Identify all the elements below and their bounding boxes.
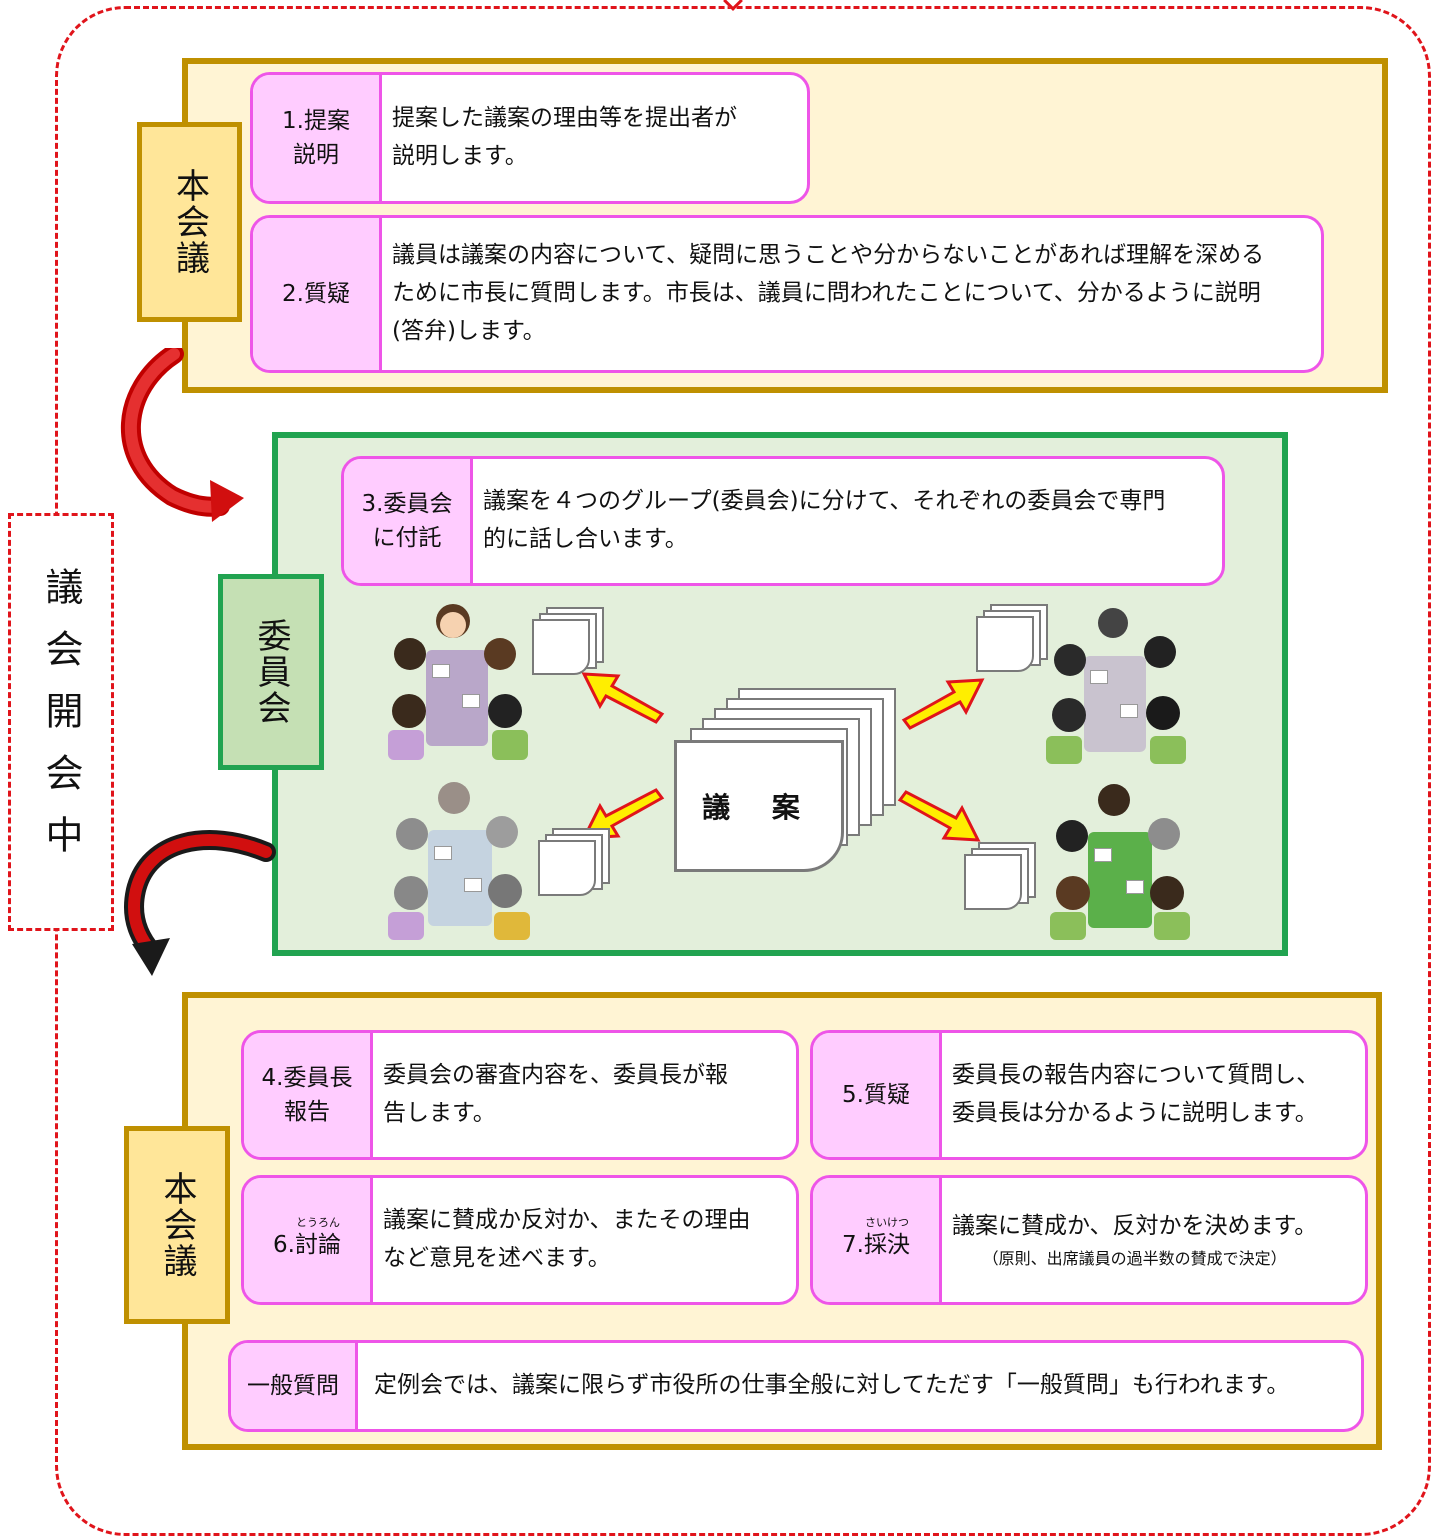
step-proposal-explanation: 1.提案 説明 提案した議案の理由等を提出者が 説明します。 bbox=[250, 72, 810, 204]
bill-document: 議 案 bbox=[674, 740, 844, 872]
step-general-question: 一般質問 定例会では、議案に限らず市役所の仕事全般に対してただす「一般質問」も行… bbox=[228, 1340, 1364, 1432]
step-tag: 一般質問 bbox=[231, 1343, 358, 1429]
step-tag: 1.提案 説明 bbox=[253, 75, 382, 201]
plenary-label-2: 本会議 bbox=[124, 1126, 230, 1324]
ruby-text: とうろん bbox=[296, 1216, 340, 1230]
step-desc: 議案に賛成か、反対かを決めます。 （原則、出席議員の過半数の賛成で決定） bbox=[942, 1178, 1327, 1302]
committee-label: 委員会 bbox=[218, 574, 324, 770]
committee-meeting-illustration bbox=[388, 602, 528, 764]
arrow-down-right-icon bbox=[897, 790, 981, 842]
curved-arrow-icon bbox=[120, 348, 244, 522]
step-desc: 議案を４つのグループ(委員会)に分けて、それぞれの委員会で専門 的に話し合います… bbox=[483, 488, 1166, 552]
committee-meeting-illustration bbox=[1046, 608, 1186, 766]
vote-note: （原則、出席議員の過半数の賛成で決定） bbox=[982, 1249, 1287, 1269]
plenary-label-1-text: 本会議 bbox=[169, 168, 210, 276]
plenary-label-1: 本会議 bbox=[137, 122, 242, 322]
vote-desc: 議案に賛成か、反対かを決めます。 bbox=[952, 1213, 1318, 1240]
committee-label-text: 委員会 bbox=[251, 618, 291, 726]
session-label: 議会開会中 bbox=[8, 513, 114, 931]
ruby-text: さいけつ bbox=[865, 1216, 909, 1230]
step-chair-report: 4.委員長 報告 委員会の審査内容を、委員長が報 告します。 bbox=[241, 1030, 799, 1160]
small-document-stack bbox=[964, 842, 1040, 912]
step-tag: さいけつ 7.採決 bbox=[813, 1178, 942, 1302]
small-document-stack bbox=[976, 604, 1052, 674]
step-question-2: 5.質疑 委員長の報告内容について質問し、 委員長は分かるように説明します。 bbox=[810, 1030, 1368, 1160]
step-desc: 議案に賛成か反対か、またその理由 など意見を述べます。 bbox=[383, 1207, 751, 1271]
step-tag-text: 7.採決 bbox=[842, 1232, 910, 1259]
step-desc: 議員は議案の内容について、疑問に思うことや分からないことがあれば理解を深める た… bbox=[392, 242, 1265, 344]
step-tag: とうろん 6.討論 bbox=[244, 1178, 373, 1302]
step-desc: 委員会の審査内容を、委員長が報 告します。 bbox=[383, 1062, 728, 1126]
step-tag: 3.委員会 に付託 bbox=[344, 459, 473, 583]
step-vote: さいけつ 7.採決 議案に賛成か、反対かを決めます。 （原則、出席議員の過半数の… bbox=[810, 1175, 1368, 1305]
step-debate: とうろん 6.討論 議案に賛成か反対か、またその理由 など意見を述べます。 bbox=[241, 1175, 799, 1305]
arrow-up-left-icon bbox=[581, 672, 665, 724]
arrow-down-left-icon bbox=[581, 788, 665, 840]
committee-meeting-illustration bbox=[388, 780, 532, 942]
small-document-stack bbox=[532, 607, 608, 677]
step-committee-referral: 3.委員会 に付託 議案を４つのグループ(委員会)に分けて、それぞれの委員会で専… bbox=[341, 456, 1225, 586]
step-question: 2.質疑 議員は議案の内容について、疑問に思うことや分からないことがあれば理解を… bbox=[250, 215, 1324, 373]
arrow-up-right-icon bbox=[901, 678, 985, 730]
plenary-label-2-text: 本会議 bbox=[157, 1171, 197, 1279]
curved-arrow-icon bbox=[123, 830, 276, 976]
small-document-stack bbox=[538, 828, 614, 898]
step-tag: 5.質疑 bbox=[813, 1033, 942, 1157]
bill-document-stack: 議 案 bbox=[672, 688, 902, 876]
session-label-text: 議会開会中 bbox=[39, 567, 83, 877]
step-desc: 定例会では、議案に限らず市役所の仕事全般に対してただす「一般質問」も行われます。 bbox=[374, 1372, 1290, 1399]
step-desc: 提案した議案の理由等を提出者が 説明します。 bbox=[392, 105, 737, 169]
step-desc: 委員長の報告内容について質問し、 委員長は分かるように説明します。 bbox=[952, 1062, 1320, 1126]
committee-meeting-illustration bbox=[1050, 782, 1192, 942]
bill-document-label: 議 案 bbox=[702, 791, 816, 824]
step-tag-text: 6.討論 bbox=[273, 1232, 341, 1259]
step-tag: 4.委員長 報告 bbox=[244, 1033, 373, 1157]
step-tag: 2.質疑 bbox=[253, 218, 382, 370]
